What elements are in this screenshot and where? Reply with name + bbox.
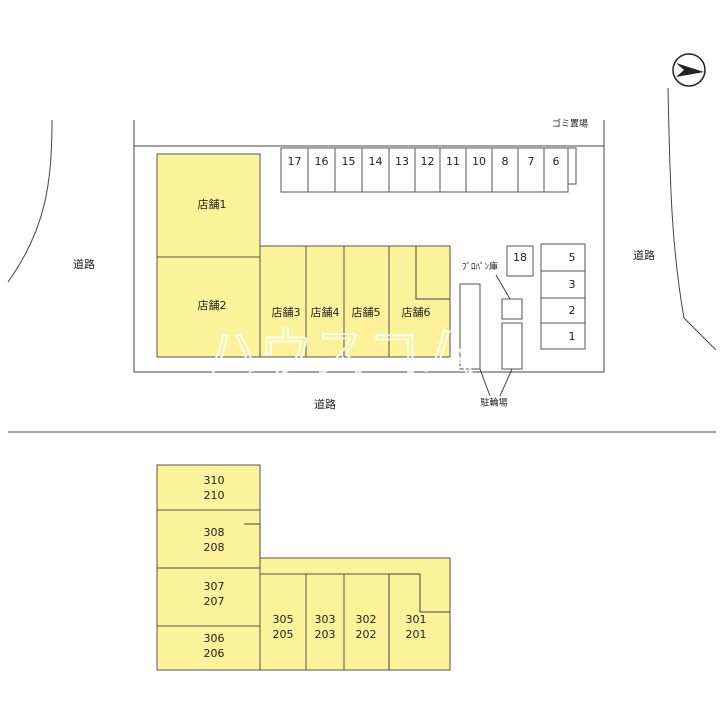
unit [156,464,261,511]
parking-space [540,270,586,299]
parking-number: 5 [569,251,576,264]
shop-label: 店舗6 [402,305,431,319]
propane-pointer [495,274,511,300]
unit-number: 305 [273,613,294,626]
shop-label: 店舗4 [311,305,340,319]
unit-number: 205 [273,628,294,641]
site-boundary [133,120,605,373]
road-label-right: 道路 [633,248,655,262]
floor-plan-units: 310 210 308 208 307 207 306 206 305 205 … [156,464,451,671]
unit [305,573,345,671]
parking-space [540,243,586,272]
shop-6 [388,245,451,358]
bicycle-pointer [499,368,513,397]
shop-label: 店舗3 [272,305,301,319]
unit-number: 208 [204,541,225,554]
unit [343,573,390,671]
bicycle-rack [501,322,523,370]
road-edge-left [7,119,53,283]
unit-number: 202 [356,628,377,641]
parking-number: 12 [421,155,435,168]
parking-space [540,322,586,350]
road-label-left: 道路 [73,257,95,271]
shop-2 [156,256,261,358]
parking-number: 18 [513,251,527,264]
parking-number: 10 [472,155,486,168]
parking-space [491,147,519,193]
unit [156,625,261,671]
parking-space-18 [506,245,534,277]
north-arrow-icon [672,53,706,87]
unit-number: 303 [315,613,336,626]
propane-storage [501,298,523,320]
parking-space [465,147,493,193]
parking-number: 17 [288,155,302,168]
parking-number: 13 [395,155,409,168]
parking-row-top: 17 16 15 14 13 12 11 10 8 7 6 [280,147,569,193]
shop-label: 店舗2 [198,298,227,312]
parking-number: 2 [569,304,576,317]
garbage-area-label: ゴミ置場 [552,118,588,130]
parking-number: 8 [502,155,509,168]
unit-number: 307 [204,580,225,593]
unit-number: 302 [356,613,377,626]
shop-label: 店舗5 [352,305,381,319]
parking-number: 11 [446,155,460,168]
parking-number: 6 [553,155,560,168]
unit-301-outline [389,573,450,613]
parking-space [543,147,569,193]
parking-column-right: 5 3 2 1 [540,243,586,350]
parking-space [414,147,441,193]
parking-number: 7 [528,155,535,168]
parking-space [280,147,309,193]
road-edge-right [667,87,717,351]
unit [156,567,261,627]
bicycle-parking-label: 駐輪場 [480,397,507,409]
unit-number: 210 [204,489,225,502]
shop-3 [259,245,307,358]
parking-number: 1 [569,330,576,343]
garbage-area [567,147,577,185]
unit-number: 308 [204,526,225,539]
unit-number: 310 [204,474,225,487]
shop-6-notch [415,246,450,300]
parking-number: 3 [569,278,576,291]
shop-label: 店舗1 [198,197,227,211]
propane-storage-label: ﾌﾟﾛﾊﾟﾝ庫 [462,261,498,273]
unit-number: 206 [204,647,225,660]
bicycle-rack [459,283,481,370]
unit-number: 306 [204,632,225,645]
road-label-bottom: 道路 [314,397,336,411]
parking-space [540,297,586,324]
watermark-logo: ハウスコム [205,322,475,385]
bicycle-pointer [479,368,491,397]
unit-number: 301 [406,613,427,626]
parking-space [439,147,467,193]
unit-number: 203 [315,628,336,641]
parking-space [361,147,390,193]
unit-number: 207 [204,595,225,608]
shops-block: 店舗1 店舗2 店舗3 店舗4 店舗5 店舗6 [156,153,451,358]
parking-number: 14 [369,155,383,168]
parking-number: 15 [342,155,356,168]
unit [156,509,261,569]
unit [259,573,307,671]
shop-1 [156,153,261,258]
parking-space [517,147,545,193]
parking-number: 16 [315,155,329,168]
parking-space [388,147,416,193]
unit-number: 201 [406,628,427,641]
